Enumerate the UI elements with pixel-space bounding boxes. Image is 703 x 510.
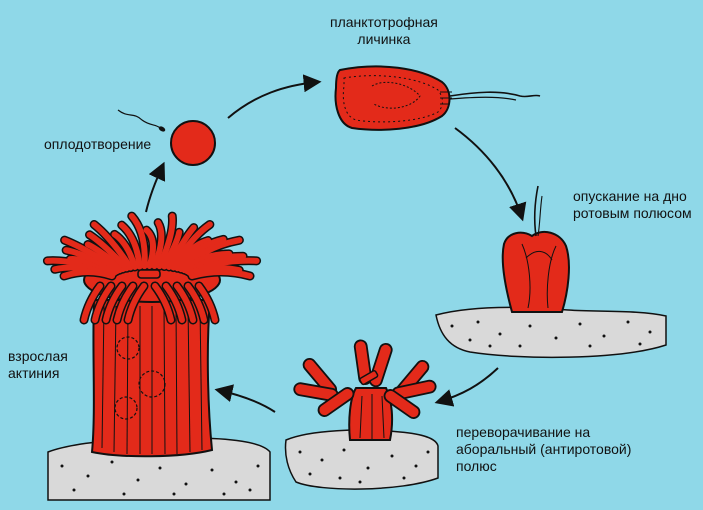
tentacle — [163, 283, 185, 323]
tentacle — [151, 219, 165, 270]
cycle-arrows — [145, 74, 527, 413]
tentacle — [103, 283, 125, 323]
flipping-juvenile-icon — [284, 339, 439, 490]
arrow-flipping-to-adult — [214, 384, 276, 413]
tentacle — [166, 224, 197, 270]
label-flipping-line-1: переворачивание на — [456, 424, 591, 440]
sperm-icon — [117, 109, 166, 132]
label-flipping: переворачивание на аборальный (антиротов… — [456, 424, 631, 475]
tentacle — [111, 231, 138, 270]
label-adult-anemone: взрослая актиния — [8, 348, 68, 382]
tentacle — [174, 237, 212, 272]
label-larva-line-2: личинка — [357, 31, 411, 47]
tentacle — [84, 241, 126, 273]
tentacle — [185, 283, 207, 323]
label-fertilization: оплодотворение — [44, 136, 152, 152]
larva-icon — [334, 65, 541, 131]
egg-icon — [170, 120, 216, 166]
tentacle — [61, 237, 123, 274]
tentacle — [81, 283, 103, 323]
label-adult-line-1: взрослая — [8, 348, 68, 364]
tentacle — [118, 222, 143, 270]
label-larva-line-1: планктотрофная — [330, 14, 438, 30]
tentacle — [152, 283, 174, 323]
tentacle — [91, 221, 134, 271]
tentacle — [92, 283, 114, 323]
label-settling-line-1: опускание на дно — [573, 188, 687, 204]
tentacle — [189, 269, 253, 279]
label-settling: опускание на дно ротовым полюсом — [573, 188, 692, 222]
settling-larva-icon — [435, 185, 667, 359]
tentacle — [156, 213, 176, 270]
tentacle — [114, 283, 136, 323]
tentacle — [178, 236, 227, 273]
label-flipping-line-2: аборальный (антиротовой) — [456, 441, 632, 457]
label-adult-line-2: актиния — [8, 365, 60, 381]
tentacle — [174, 283, 196, 323]
tentacle — [128, 213, 148, 270]
arrow-egg-to-larva — [227, 74, 322, 119]
arrow-adult-to-egg — [145, 161, 166, 213]
label-planktotrophic-larva: планктотрофная личинка — [330, 14, 438, 48]
tentacle — [196, 283, 218, 323]
tentacle — [125, 283, 147, 323]
label-flipping-line-3: полюс — [456, 458, 497, 474]
tentacle — [170, 221, 213, 271]
tentacle — [143, 227, 156, 270]
tentacle — [161, 229, 183, 270]
tentacle — [86, 231, 130, 272]
arrow-settling-to-flipping — [434, 367, 499, 407]
arrow-larva-to-settling — [454, 127, 527, 222]
label-settling-line-2: ротовым полюсом — [573, 205, 692, 221]
adult-anemone-icon — [42, 211, 271, 501]
